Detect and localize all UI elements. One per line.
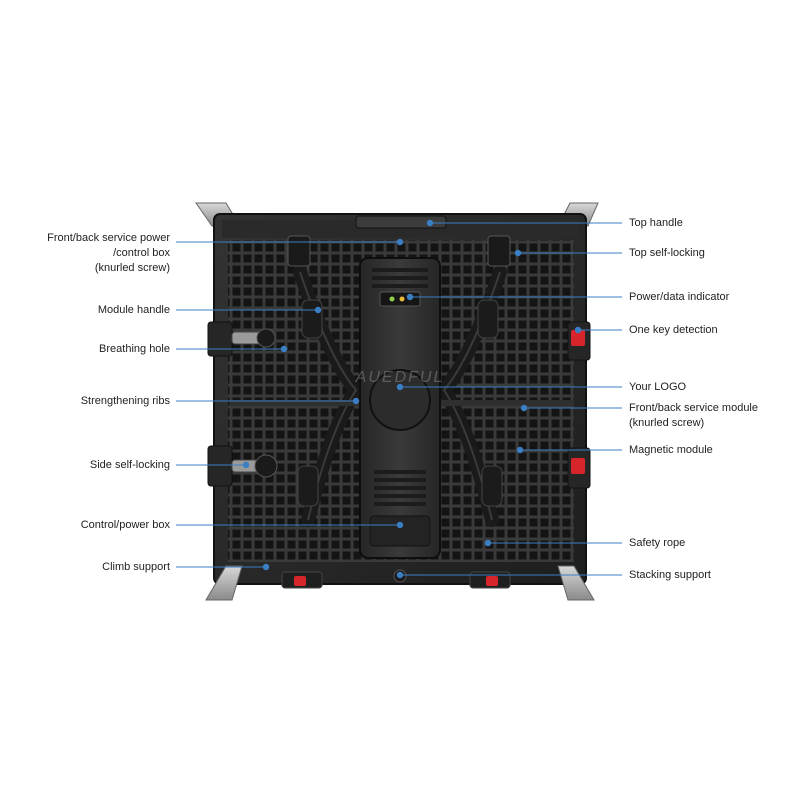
leader-dot-top-self-locking	[514, 249, 522, 257]
top-latch-left[interactable]	[287, 235, 311, 267]
label-line: Front/back service module	[629, 402, 758, 414]
label-line: /control box	[113, 247, 170, 259]
leader-dot-magnetic-module	[516, 446, 524, 454]
control-box-lower-panel	[369, 515, 431, 547]
label-top-self-locking: Top self-locking	[629, 246, 705, 261]
leader-dot-control-power-box	[396, 521, 404, 529]
leader-dot-module-handle	[314, 306, 322, 314]
strengthening-rib-left	[230, 400, 360, 406]
label-line: Side self-locking	[89, 459, 170, 471]
top-rail	[222, 220, 578, 238]
label-control-power-box: Control/power box	[81, 518, 170, 533]
module-handle-bl[interactable]	[297, 465, 319, 507]
module-handle-tr[interactable]	[477, 299, 499, 339]
label-breathing-hole: Breathing hole	[99, 342, 170, 357]
leader-dot-front-back-service-power	[396, 238, 404, 246]
top-handle[interactable]	[355, 215, 447, 229]
climb-support-right[interactable]	[557, 565, 595, 601]
leader-dot-side-self-locking	[242, 461, 250, 469]
label-line: Top self-locking	[629, 247, 705, 259]
leader-dot-your-logo	[396, 383, 404, 391]
logo-panel	[369, 369, 431, 431]
stacking-lock-red-right[interactable]	[486, 576, 498, 586]
leader-dot-front-back-service-module	[520, 404, 528, 412]
label-line: One key detection	[629, 324, 718, 336]
label-line: (knurled screw)	[629, 417, 705, 429]
leader-dot-breathing-hole	[280, 345, 288, 353]
leader-dot-top-handle	[426, 219, 434, 227]
module-handle-tl[interactable]	[301, 299, 323, 339]
module-handle-br[interactable]	[481, 465, 503, 507]
control-box-vents-bottom	[374, 470, 426, 506]
one-key-detection-button[interactable]	[571, 330, 585, 346]
label-line: Magnetic module	[629, 444, 713, 456]
magnetic-module-button[interactable]	[571, 458, 585, 474]
stacking-lock-red-left[interactable]	[294, 576, 306, 586]
label-line: Module handle	[97, 304, 170, 316]
label-strengthening-ribs: Strengthening ribs	[81, 394, 170, 409]
label-line: Climb support	[102, 561, 170, 573]
label-front-back-service-module: Front/back service module (knurled screw)	[629, 401, 758, 431]
label-front-back-service-power: Front/back service power/control box (knu…	[47, 231, 170, 276]
label-line: Strengthening ribs	[80, 395, 170, 407]
label-your-logo: Your LOGO	[629, 380, 686, 395]
label-line: Control/power box	[80, 519, 170, 531]
label-climb-support: Climb support	[102, 560, 170, 575]
label-line: Safety rope	[629, 537, 686, 549]
label-module-handle: Module handle	[98, 303, 170, 318]
label-line: Your LOGO	[629, 381, 687, 393]
leader-dot-safety-rope	[484, 539, 492, 547]
label-line: Top handle	[629, 217, 683, 229]
label-stacking-support: Stacking support	[629, 568, 711, 583]
power-indicator-led	[389, 296, 395, 302]
leader-dot-stacking-support	[396, 571, 404, 579]
brand-watermark: AUEDFUL	[355, 369, 445, 386]
label-line: Breathing hole	[99, 343, 170, 355]
leader-dot-power-data-indicator	[406, 293, 414, 301]
strengthening-rib-right	[440, 400, 574, 406]
leader-dot-climb-support	[262, 563, 270, 571]
label-line: Front/back service power	[47, 232, 170, 244]
label-line: Stacking support	[629, 569, 711, 581]
data-indicator-led	[399, 296, 405, 302]
label-safety-rope: Safety rope	[629, 536, 685, 551]
label-line: Power/data indicator	[629, 291, 730, 303]
side-lock-left-lower[interactable]	[207, 445, 233, 487]
label-side-self-locking: Side self-locking	[90, 458, 170, 473]
leader-dot-one-key-detection	[574, 326, 582, 334]
top-latch-right[interactable]	[487, 235, 511, 267]
label-magnetic-module: Magnetic module	[629, 443, 713, 458]
side-lock-left-upper[interactable]	[207, 321, 233, 357]
label-power-data-indicator: Power/data indicator	[629, 290, 729, 305]
leader-lines	[176, 219, 622, 579]
label-top-handle: Top handle	[629, 216, 683, 231]
control-box-vents-top	[372, 268, 428, 288]
label-one-key-detection: One key detection	[629, 323, 718, 338]
label-line: (knurled screw)	[94, 262, 170, 274]
side-bolt-upper[interactable]	[231, 328, 276, 348]
leader-dot-strengthening-ribs	[352, 397, 360, 405]
climb-support-left[interactable]	[205, 565, 243, 601]
